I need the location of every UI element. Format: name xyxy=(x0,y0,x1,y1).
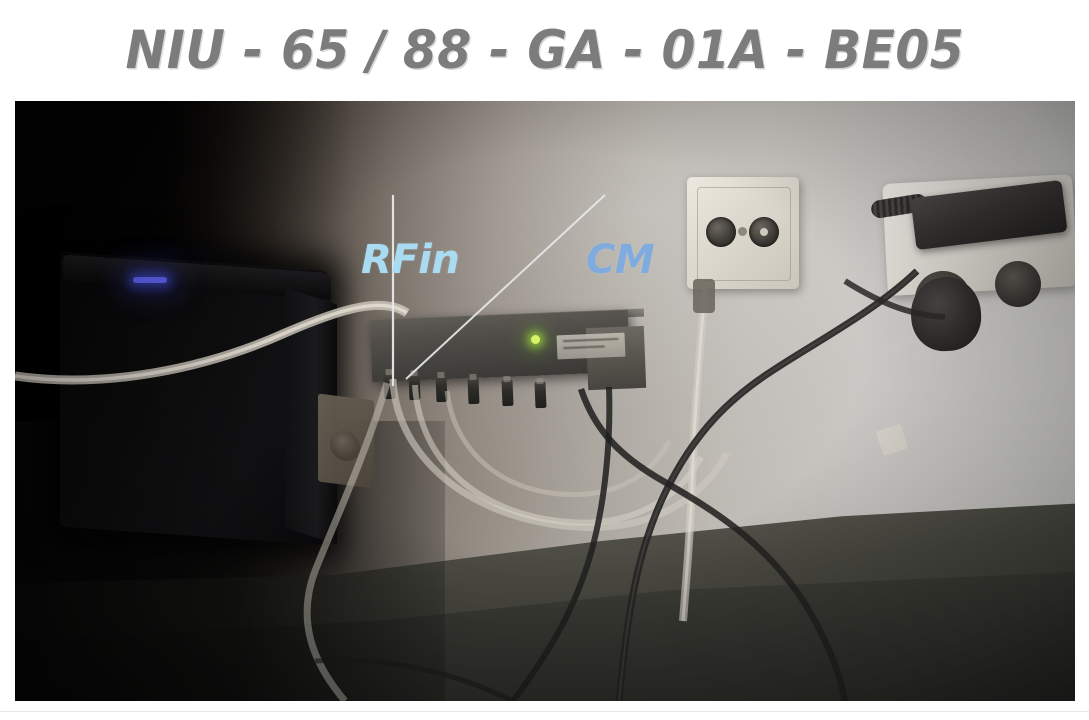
photo-canvas: RFin CM xyxy=(15,101,1075,701)
annotation-label-rfin: RFin xyxy=(361,237,460,283)
annotation-label-cm: CM xyxy=(586,237,655,283)
photo-vignette xyxy=(15,101,1075,701)
bottom-divider xyxy=(0,711,1089,712)
page-title: NIU - 65 / 88 - GA - 01A - BE05 xyxy=(125,20,964,81)
title-bar: NIU - 65 / 88 - GA - 01A - BE05 xyxy=(0,0,1089,101)
bottom-whitespace xyxy=(0,701,1089,720)
installation-photo: RFin CM xyxy=(15,101,1075,701)
